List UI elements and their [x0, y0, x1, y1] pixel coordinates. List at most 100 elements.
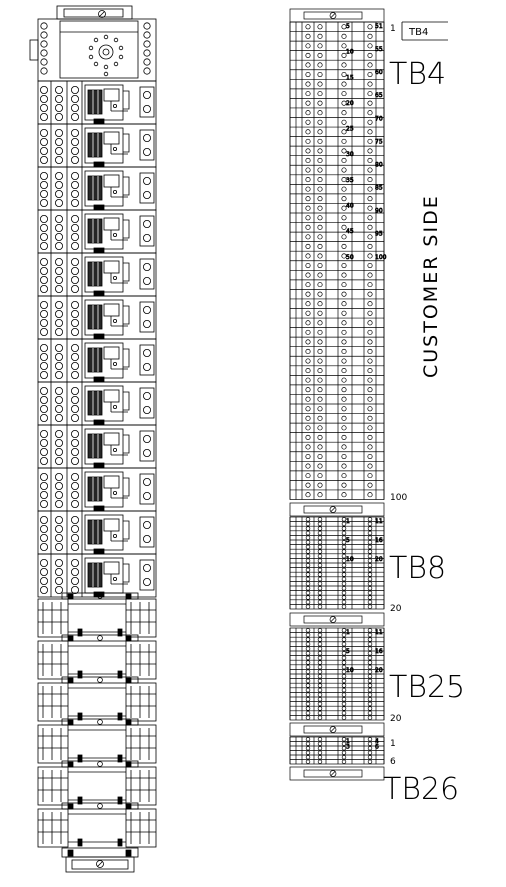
- terminal-screw: [55, 275, 64, 284]
- terminal-screw: [317, 526, 323, 531]
- terminal-screw: [367, 741, 373, 746]
- terminal-screw: [55, 223, 64, 232]
- terminal-screw: [341, 567, 347, 573]
- terminal-screw: [367, 262, 373, 269]
- terminal-screw: [71, 113, 80, 122]
- terminal-number-inner: 10: [346, 49, 354, 56]
- output-terminal-frame: [139, 473, 155, 505]
- terminal-screw: [317, 660, 323, 665]
- base-foot: [77, 670, 83, 679]
- base-connector-pin: [125, 803, 132, 810]
- terminal-screw: [40, 370, 49, 379]
- terminal-screw: [317, 291, 323, 297]
- terminal-screw: [341, 492, 347, 498]
- terminal-screw: [367, 167, 373, 173]
- terminal-screw: [317, 558, 323, 563]
- terminal-screw: [341, 544, 347, 550]
- terminal-screw: [55, 86, 64, 95]
- terminal-screw: [142, 362, 151, 371]
- terminal-screw: [55, 95, 64, 104]
- terminal-screw: [317, 148, 323, 154]
- terminal-screw: [142, 491, 151, 500]
- terminal-screw: [55, 171, 64, 180]
- terminal-screw: [40, 137, 49, 146]
- end-stop-screw: [329, 726, 337, 733]
- terminal-screw: [367, 434, 373, 440]
- terminal-screw: [341, 62, 347, 68]
- relay-module: [37, 166, 157, 211]
- end-stop-inner: [303, 505, 363, 514]
- terminal-screw: [341, 586, 347, 591]
- terminal-screw: [317, 196, 323, 202]
- relay-base-module: [37, 718, 157, 764]
- terminal-screw: [367, 24, 373, 30]
- terminal-screw: [317, 710, 323, 716]
- terminal-screw: [341, 348, 347, 355]
- terminal-number-outer: 6: [375, 744, 379, 751]
- relay-indicator: [113, 189, 118, 194]
- tb4-callout-text: TB4: [408, 27, 428, 38]
- terminal-screw: [40, 241, 49, 250]
- terminal-screw: [367, 567, 373, 573]
- terminal-screw: [367, 129, 373, 135]
- tb26-label: TB26: [383, 772, 459, 807]
- terminal-screw: [305, 660, 311, 665]
- relay-indicator: [113, 534, 118, 539]
- terminal-screw: [317, 544, 323, 550]
- terminal-screw: [142, 305, 151, 314]
- terminal-screw: [40, 559, 49, 568]
- terminal-screw: [317, 697, 323, 702]
- terminal-screw: [305, 521, 311, 527]
- terminal-number-outer: 70: [375, 115, 383, 122]
- terminal-screw: [341, 549, 347, 554]
- terminal-screw: [305, 664, 311, 670]
- terminal-number-outer: 11: [375, 629, 383, 636]
- terminal-screw: [341, 632, 347, 638]
- terminal-screw: [341, 517, 347, 522]
- terminal-screw: [367, 576, 373, 582]
- terminal-screw: [317, 535, 323, 540]
- terminal-screw: [71, 214, 80, 223]
- terminal-screw: [55, 104, 64, 113]
- terminal-screw: [341, 444, 347, 450]
- terminal-screw: [71, 395, 80, 404]
- terminal-screw: [55, 490, 64, 499]
- terminal-screw: [305, 567, 311, 573]
- terminal-screw: [305, 24, 311, 30]
- din-latch: [93, 505, 105, 512]
- din-latch: [93, 161, 105, 168]
- output-terminal-frame: [139, 387, 155, 419]
- relay-contact: [103, 346, 120, 360]
- terminal-screw: [317, 205, 323, 211]
- terminal-screw: [317, 215, 323, 221]
- terminal-screw: [71, 516, 80, 525]
- terminal-screw: [305, 406, 311, 412]
- terminal-screw: [317, 129, 323, 135]
- header-right-terminals: [143, 22, 151, 75]
- base-connector-pin: [125, 635, 132, 642]
- terminal-screw: [341, 100, 347, 106]
- terminal-screw: [367, 651, 373, 656]
- end-stop-frame: [289, 766, 385, 781]
- terminal-screw: [341, 581, 347, 586]
- terminal-screw: [305, 581, 311, 586]
- relay-base-module: [37, 760, 157, 806]
- terminal-screw: [71, 577, 80, 586]
- terminal-screw: [367, 669, 373, 674]
- relay-module: [37, 510, 157, 555]
- terminal-screw: [71, 370, 80, 379]
- terminal-screw: [341, 310, 347, 316]
- terminal-screw: [305, 595, 311, 600]
- terminal-screw: [142, 535, 151, 544]
- base-foot: [77, 712, 83, 721]
- terminal-screw: [55, 266, 64, 275]
- terminal-screw: [317, 320, 323, 326]
- terminal-screw: [305, 604, 311, 609]
- terminal-screw: [71, 232, 80, 241]
- base-connector-strip: [61, 718, 139, 726]
- relay-clip: [123, 219, 130, 239]
- terminal-screw: [367, 272, 373, 278]
- base-connector-screw: [97, 719, 103, 725]
- relay-contact: [103, 561, 120, 575]
- terminal-screw: [40, 275, 49, 284]
